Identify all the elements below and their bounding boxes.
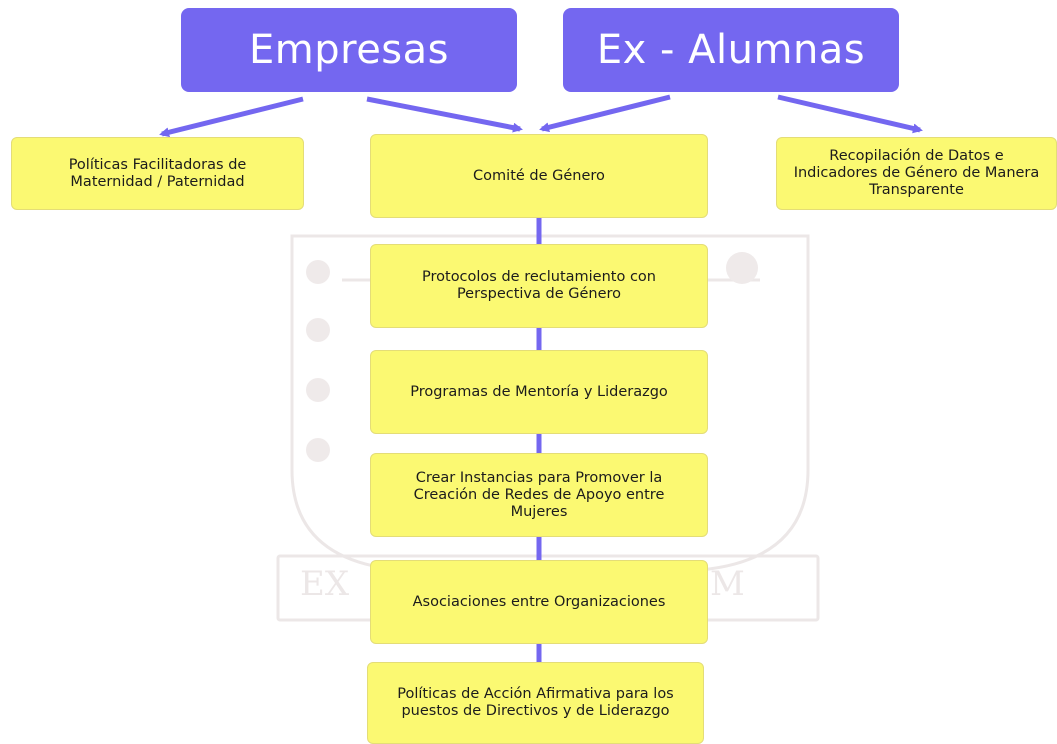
asociaciones-node: Asociaciones entre Organizaciones <box>370 560 708 644</box>
accion-afirmativa-node: Políticas de Acción Afirmativa para los … <box>367 662 704 744</box>
empresas-box: Empresas <box>181 8 517 92</box>
arrow-empresas-to-comite <box>366 96 523 133</box>
arrow-exalumnas-to-recopilacion <box>777 94 923 134</box>
recopilacion-datos-node: Recopilación de Datos e Indicadores de G… <box>776 137 1057 210</box>
crear-instancias-label: Crear Instancias para Promover la Creaci… <box>413 469 665 520</box>
comite-genero-label: Comité de Género <box>473 167 605 184</box>
programas-mentoria-node: Programas de Mentoría y Liderazgo <box>370 350 708 434</box>
ex-alumnas-label: Ex - Alumnas <box>596 27 866 73</box>
politicas-facilitadoras-label: Políticas Facilitadoras de Maternidad / … <box>68 156 247 190</box>
recopilacion-datos-label: Recopilación de Datos e Indicadores de G… <box>793 148 1040 198</box>
protocolos-reclutamiento-label: Protocolos de reclutamiento con Perspect… <box>422 269 656 302</box>
comite-genero-node: Comité de Género <box>370 134 708 218</box>
arrow-exalumnas-to-comite <box>539 94 671 133</box>
programas-mentoria-label: Programas de Mentoría y Liderazgo <box>410 383 668 400</box>
politicas-facilitadoras-node: Políticas Facilitadoras de Maternidad / … <box>11 137 304 210</box>
crear-instancias-node: Crear Instancias para Promover la Creaci… <box>370 453 708 537</box>
asociaciones-label: Asociaciones entre Organizaciones <box>412 593 666 610</box>
accion-afirmativa-label: Políticas de Acción Afirmativa para los … <box>397 686 674 719</box>
arrow-empresas-to-politicas <box>159 96 304 138</box>
ex-alumnas-box: Ex - Alumnas <box>563 8 899 92</box>
empresas-label: Empresas <box>249 27 449 73</box>
protocolos-reclutamiento-node: Protocolos de reclutamiento con Perspect… <box>370 244 708 328</box>
